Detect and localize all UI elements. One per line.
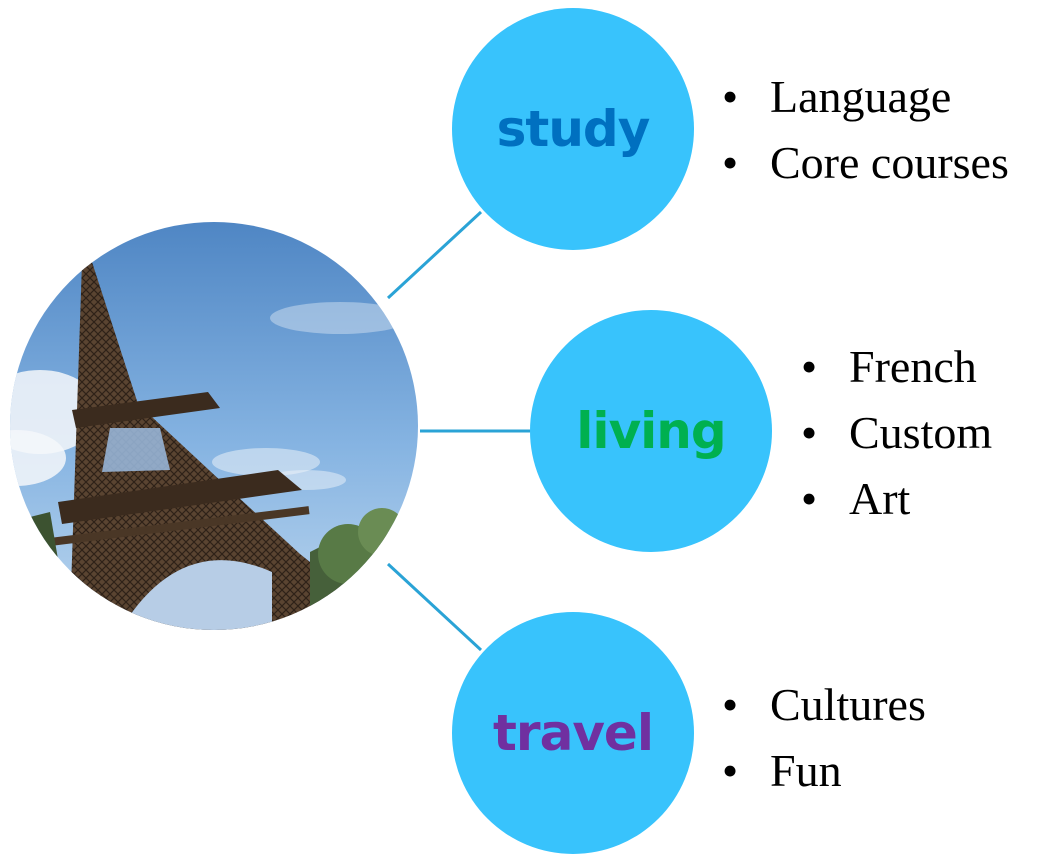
node-label-travel: travel bbox=[493, 704, 654, 762]
node-study: study bbox=[452, 8, 694, 250]
eiffel-tower-image bbox=[10, 222, 418, 630]
bullet-item: Cultures bbox=[722, 672, 926, 738]
bullet-item: Fun bbox=[722, 738, 926, 804]
eiffel-tower-photo bbox=[10, 222, 418, 630]
bullet-item: French bbox=[801, 334, 992, 400]
node-label-study: study bbox=[496, 100, 651, 158]
connector-travel bbox=[386, 562, 483, 652]
node-living: living bbox=[530, 310, 772, 552]
bullet-item: Custom bbox=[801, 400, 992, 466]
bullet-list-living: French Custom Art bbox=[801, 334, 992, 532]
bullet-item: Language bbox=[722, 64, 1009, 130]
node-travel: travel bbox=[452, 612, 694, 854]
node-label-living: living bbox=[576, 402, 726, 460]
bullet-list-study: Language Core courses bbox=[722, 64, 1009, 196]
bullet-item: Art bbox=[801, 466, 992, 532]
bullet-list-travel: Cultures Fun bbox=[722, 672, 926, 804]
connector-study bbox=[386, 210, 483, 300]
bullet-item: Core courses bbox=[722, 130, 1009, 196]
